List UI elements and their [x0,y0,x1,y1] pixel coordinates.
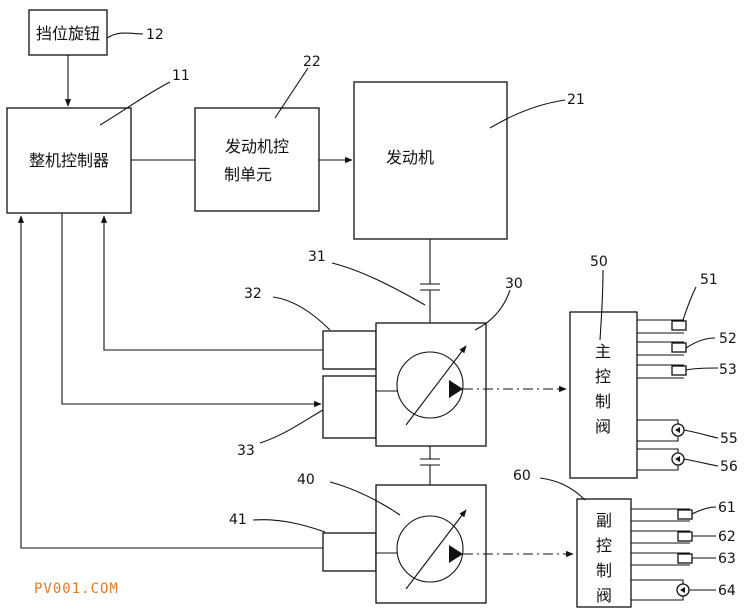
callout-61: 61 [718,500,736,516]
callout-55: 55 [720,431,738,447]
watermark: PV001.COM [34,581,119,597]
aux-pump-assembly [322,484,487,604]
callout-41: 41 [229,512,247,528]
aux-valve-char-2: 控 [596,536,612,555]
callout-numbers: 12 11 22 21 31 32 30 33 40 41 50 60 51 5… [146,27,738,599]
cylinder-63 [631,552,693,566]
main-pump-variable-arrow [405,345,467,426]
main-control-valve-block: 主 控 制 阀 [569,311,638,479]
callout-64: 64 [718,583,736,599]
aux-pump-box [375,484,487,604]
main-pump-flow-triangle [449,380,463,398]
pump-regulator-41 [322,532,377,572]
callout-21: 21 [567,92,585,108]
motor-55 [637,419,685,442]
callout-32: 32 [244,286,262,302]
callout-33: 33 [237,443,255,459]
callout-22: 22 [303,54,321,70]
cylinder-62 [631,530,693,544]
motor-64 [631,579,690,601]
engine-label: 发动机 [386,148,434,167]
motor-56 [637,448,685,471]
main-valve-char-2: 控 [595,367,611,386]
callout-60: 60 [513,468,531,484]
callout-31: 31 [308,249,326,265]
callout-12: 12 [146,27,164,43]
aux-pump-flow-triangle [449,545,463,563]
callout-56: 56 [720,459,738,475]
aux-control-valve-block: 副 控 制 阀 [576,498,632,608]
main-valve-char-4: 阀 [595,417,611,436]
vehicle-controller-block: 整机控制器 [6,107,132,214]
pump-regulator-33 [322,375,377,439]
callout-30: 30 [505,276,523,292]
gear-knob-label: 挡位旋钮 [36,24,100,43]
aux-pump-circle [396,515,464,583]
aux-valve-char-4: 阀 [596,586,612,605]
main-valve-char-3: 制 [595,392,611,411]
vehicle-controller-label: 整机控制器 [29,151,109,170]
aux-pump-variable-arrow [405,509,467,590]
callout-51: 51 [700,272,718,288]
engine-block: 发动机 [353,81,508,240]
main-pump-circle [396,351,464,419]
aux-valve-char-3: 制 [596,561,612,580]
leader-lines [99,32,719,591]
callout-53: 53 [719,362,737,378]
callout-63: 63 [718,551,736,567]
callout-11: 11 [172,68,190,84]
main-pump-box [375,322,487,447]
engine-control-unit-label-2: 制单元 [224,165,272,184]
main-pump-assembly [322,322,487,447]
engine-control-unit-label-1: 发动机控 [225,137,289,156]
connections [17,55,693,601]
callout-52: 52 [719,331,737,347]
pump-regulator-32 [322,330,377,370]
callout-50: 50 [590,254,608,270]
cylinder-53 [637,364,687,379]
cylinder-51 [637,319,687,334]
callout-62: 62 [718,529,736,545]
cylinder-61 [631,508,693,522]
cylinder-52 [637,341,687,356]
aux-valve-char-1: 副 [596,511,612,530]
gear-knob-block: 挡位旋钮 [28,9,108,56]
engine-control-unit-block: 发动机控 制单元 [194,107,320,212]
callout-40: 40 [297,472,315,488]
main-valve-char-1: 主 [595,342,611,361]
